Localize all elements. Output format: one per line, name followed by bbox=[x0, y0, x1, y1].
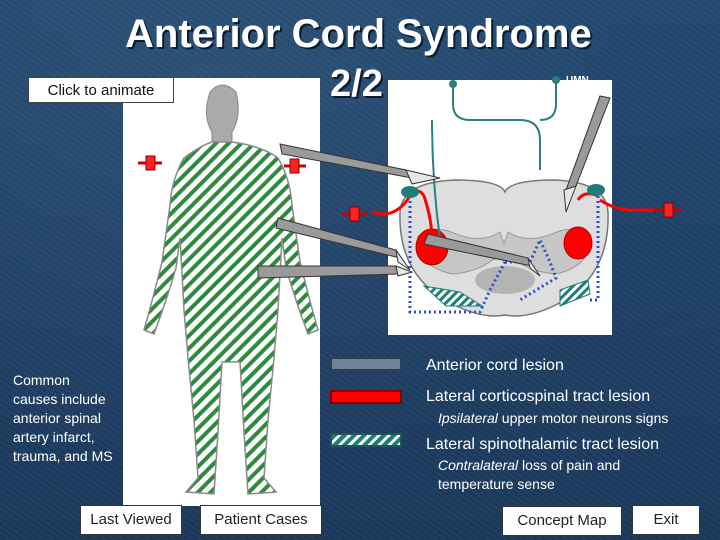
click-to-animate-button[interactable]: Click to animate bbox=[28, 77, 174, 103]
reflex-hammer-icon bbox=[138, 155, 162, 171]
drg-left-label: DRG bbox=[405, 160, 425, 170]
patient-cases-button[interactable]: Patient Cases bbox=[200, 505, 322, 535]
scalpel-icon bbox=[423, 233, 541, 277]
umn-left-label: UMN bbox=[417, 79, 440, 90]
common-causes-text: Common causes include anterior spinal ar… bbox=[13, 371, 128, 466]
scalpel-icon bbox=[275, 217, 411, 271]
umn-tracts bbox=[431, 82, 557, 241]
exit-button[interactable]: Exit bbox=[632, 505, 700, 535]
causes-line: causes include bbox=[13, 391, 106, 407]
causes-line: anterior spinal bbox=[13, 410, 101, 426]
legend-swatch-anterior-cord bbox=[330, 357, 402, 371]
causes-line: Common bbox=[13, 372, 70, 388]
concept-map-button[interactable]: Concept Map bbox=[502, 506, 622, 536]
umn-right-label: UMN bbox=[566, 75, 589, 86]
legend-corticospinal-label: Lateral corticospinal tract lesion bbox=[426, 388, 651, 405]
slide-title: Anterior Cord Syndrome bbox=[125, 12, 592, 56]
legend-corticospinal-note-rest: upper motor neurons signs bbox=[497, 410, 669, 426]
umn-right-node bbox=[552, 76, 560, 84]
reflex-hammer-icon bbox=[342, 206, 368, 222]
scalpel-icon bbox=[279, 143, 441, 185]
reflex-hammer-icon bbox=[654, 202, 682, 218]
umn-left-node bbox=[449, 80, 457, 88]
drg-right-ganglion bbox=[587, 184, 605, 196]
causes-line: artery infarct, bbox=[13, 429, 95, 445]
scalpel-icon bbox=[257, 265, 414, 279]
drg-left-ganglion bbox=[401, 186, 419, 198]
legend-swatch-corticospinal bbox=[330, 390, 402, 404]
human-body-figure bbox=[143, 84, 319, 495]
legend-spinothalamic-note: Contralateral loss of pain and temperatu… bbox=[438, 456, 620, 494]
last-viewed-button[interactable]: Last Viewed bbox=[80, 505, 182, 535]
legend-corticospinal-note: Ipsilateral upper motor neurons signs bbox=[438, 409, 668, 428]
spinal-cord-cross-section bbox=[399, 179, 609, 317]
drg-right-label: DRG bbox=[578, 154, 598, 164]
scalpel-icon bbox=[563, 95, 611, 213]
legend-anterior-cord-label: Anterior cord lesion bbox=[426, 357, 564, 374]
legend-spinothalamic-label: Lateral spinothalamic tract lesion bbox=[426, 436, 660, 453]
reflex-hammer-icon bbox=[284, 158, 306, 174]
causes-line: trauma, and MS bbox=[13, 448, 113, 464]
legend-corticospinal-note-italic: Ipsilateral bbox=[438, 410, 498, 426]
slide-page-indicator: 2/2 bbox=[330, 63, 383, 105]
legend-spinothalamic-note-italic: Contralateral bbox=[438, 457, 519, 473]
legend-spinothalamic-note-line2: temperature sense bbox=[438, 476, 555, 492]
legend-swatch-spinothalamic bbox=[330, 433, 402, 447]
legend-spinothalamic-note-rest: loss of pain and bbox=[518, 457, 621, 473]
